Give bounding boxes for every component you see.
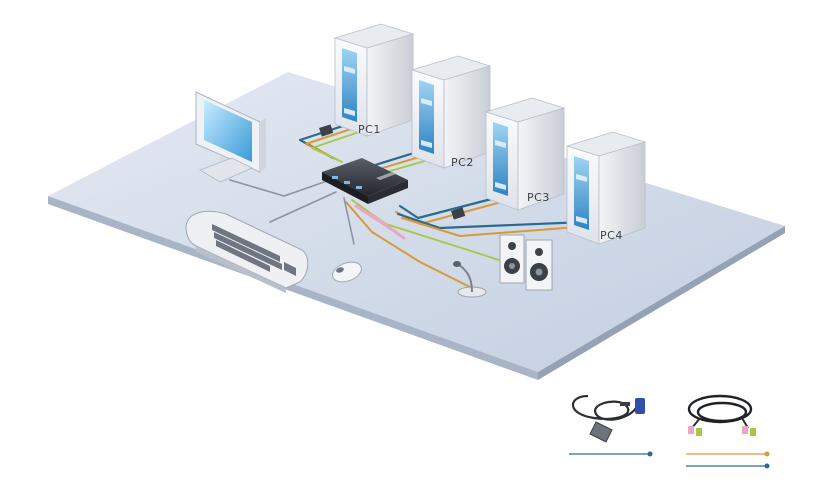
pc-tower-icon [566,131,646,245]
pc1-label: PC1 [358,123,381,136]
legend-line-blue-2 [686,463,770,469]
pc3-label: PC3 [527,191,550,204]
speakers-icon [499,234,553,291]
pc4-label: PC4 [600,229,623,242]
audio-cable-icon [687,394,756,436]
legend-line-blue [569,451,653,457]
monitor-icon [195,91,266,183]
mouse-icon [332,261,362,283]
pc-tower-icon [411,55,491,169]
pc-tower-icon [485,97,565,211]
kvm-switch-icon [322,158,408,204]
pc2-label: PC2 [451,156,474,169]
vga-cable-icon [571,394,645,443]
pc-tower-icon [334,23,414,137]
keyboard-icon [185,210,309,293]
legend-line-orange [686,451,770,457]
